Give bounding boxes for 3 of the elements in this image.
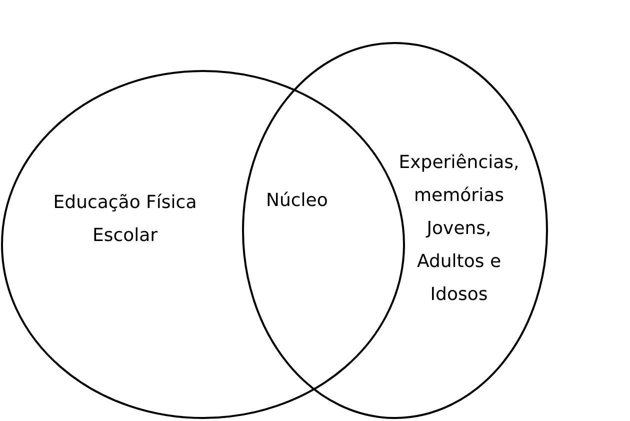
overlap-label: Núcleo	[266, 190, 328, 211]
circle-label: Experiências, memórias Jovens, Adultos e Idosos	[398, 151, 520, 307]
circle-label: Educação Física Escolar	[52, 191, 198, 248]
